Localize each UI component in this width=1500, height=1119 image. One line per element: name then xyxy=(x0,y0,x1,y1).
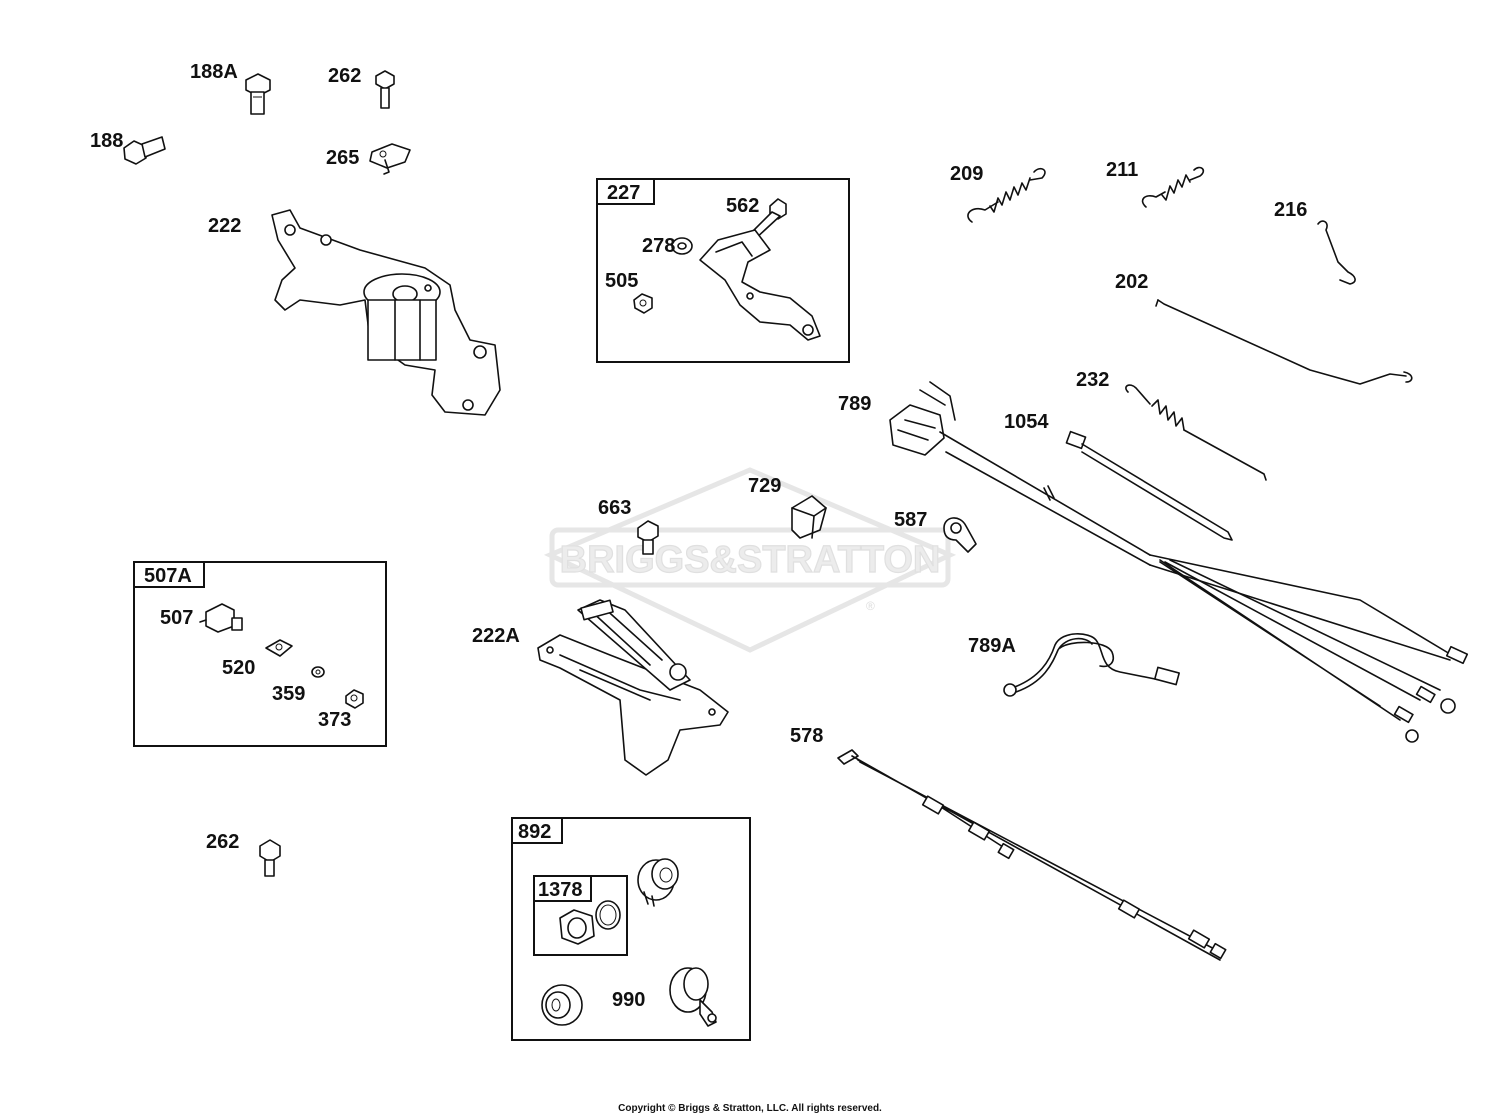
box-label-1378: 1378 xyxy=(538,879,583,901)
part-222A-control-panel[interactable] xyxy=(537,599,729,776)
label-729: 729 xyxy=(748,475,781,497)
part-587-clamp[interactable] xyxy=(943,517,977,553)
box-507A: 507A xyxy=(133,561,387,747)
box-227: 227 xyxy=(596,178,850,363)
part-990-key-switch[interactable] xyxy=(669,967,717,1027)
box-label-227: 227 xyxy=(607,182,640,204)
part-262-bolt-top[interactable] xyxy=(375,70,395,109)
part-663-bolt[interactable] xyxy=(637,520,659,555)
part-507-switch[interactable] xyxy=(199,603,243,633)
part-1054-cable-tie[interactable] xyxy=(1065,430,1233,541)
copyright-notice: Copyright © Briggs & Stratton, LLC. All … xyxy=(618,1103,882,1114)
box-1378: 1378 xyxy=(533,875,628,956)
label-222: 222 xyxy=(208,215,241,237)
label-188: 188 xyxy=(90,130,123,152)
label-507: 507 xyxy=(160,607,193,629)
part-520-terminal[interactable] xyxy=(265,639,293,657)
part-278-washer[interactable] xyxy=(671,237,693,255)
part-211-spring[interactable] xyxy=(1141,166,1205,208)
part-188-bolt[interactable] xyxy=(123,136,166,165)
watermark-diamond xyxy=(543,467,957,653)
label-562: 562 xyxy=(726,195,759,217)
box-label-892: 892 xyxy=(518,821,551,843)
label-188A: 188A xyxy=(190,61,238,83)
part-505-nut[interactable] xyxy=(633,293,653,314)
part-209-spring[interactable] xyxy=(967,167,1046,223)
watermark-text: BRIGGS&STRATTON xyxy=(560,539,941,581)
part-188A-bolt[interactable] xyxy=(245,73,271,115)
label-222A: 222A xyxy=(472,625,520,647)
watermark-logo: BRIGGS&STRATTON ® xyxy=(543,467,957,653)
label-373: 373 xyxy=(318,709,351,731)
label-520: 520 xyxy=(222,657,255,679)
label-211: 211 xyxy=(1106,159,1138,181)
label-262-top: 262 xyxy=(328,65,361,87)
label-216: 216 xyxy=(1274,199,1307,221)
label-990: 990 xyxy=(612,989,645,1011)
part-265-clip[interactable] xyxy=(369,143,411,175)
box-892: 892 xyxy=(511,817,751,1041)
part-729-cap[interactable] xyxy=(791,495,827,539)
part-227-throttle-lever[interactable] xyxy=(699,229,821,341)
watermark-banner xyxy=(549,527,951,588)
label-505: 505 xyxy=(605,270,638,292)
label-278: 278 xyxy=(642,235,675,257)
label-359: 359 xyxy=(272,683,305,705)
part-359-washer[interactable] xyxy=(311,666,325,678)
label-789: 789 xyxy=(838,393,871,415)
part-789-wire-harness[interactable] xyxy=(889,381,1469,743)
part-892-switch-cap[interactable] xyxy=(541,984,583,1026)
label-663: 663 xyxy=(598,497,631,519)
part-216-link[interactable] xyxy=(1317,220,1356,285)
part-373-nut[interactable] xyxy=(345,689,364,709)
part-789A-ground-wire[interactable] xyxy=(1003,633,1180,697)
label-1054: 1054 xyxy=(1004,411,1049,433)
box-label-507A: 507A xyxy=(144,565,192,587)
label-262-bottom: 262 xyxy=(206,831,239,853)
part-232-spring-rod[interactable] xyxy=(1125,384,1267,481)
label-578: 578 xyxy=(790,725,823,747)
part-578-wire-harness[interactable] xyxy=(837,749,1227,961)
label-789A: 789A xyxy=(968,635,1016,657)
label-209: 209 xyxy=(950,163,983,185)
watermark-registered-mark: ® xyxy=(866,599,875,613)
label-232: 232 xyxy=(1076,369,1109,391)
label-265: 265 xyxy=(326,147,359,169)
label-202: 202 xyxy=(1115,271,1148,293)
part-202-rod[interactable] xyxy=(1155,299,1413,385)
label-587: 587 xyxy=(894,509,927,531)
part-1378-lock-washer[interactable] xyxy=(595,900,621,930)
part-1378-nut[interactable] xyxy=(559,909,595,945)
part-262-bolt-bottom[interactable] xyxy=(259,839,281,877)
part-892-ignition-switch[interactable] xyxy=(637,858,679,907)
part-222-control-bracket[interactable] xyxy=(271,209,501,416)
